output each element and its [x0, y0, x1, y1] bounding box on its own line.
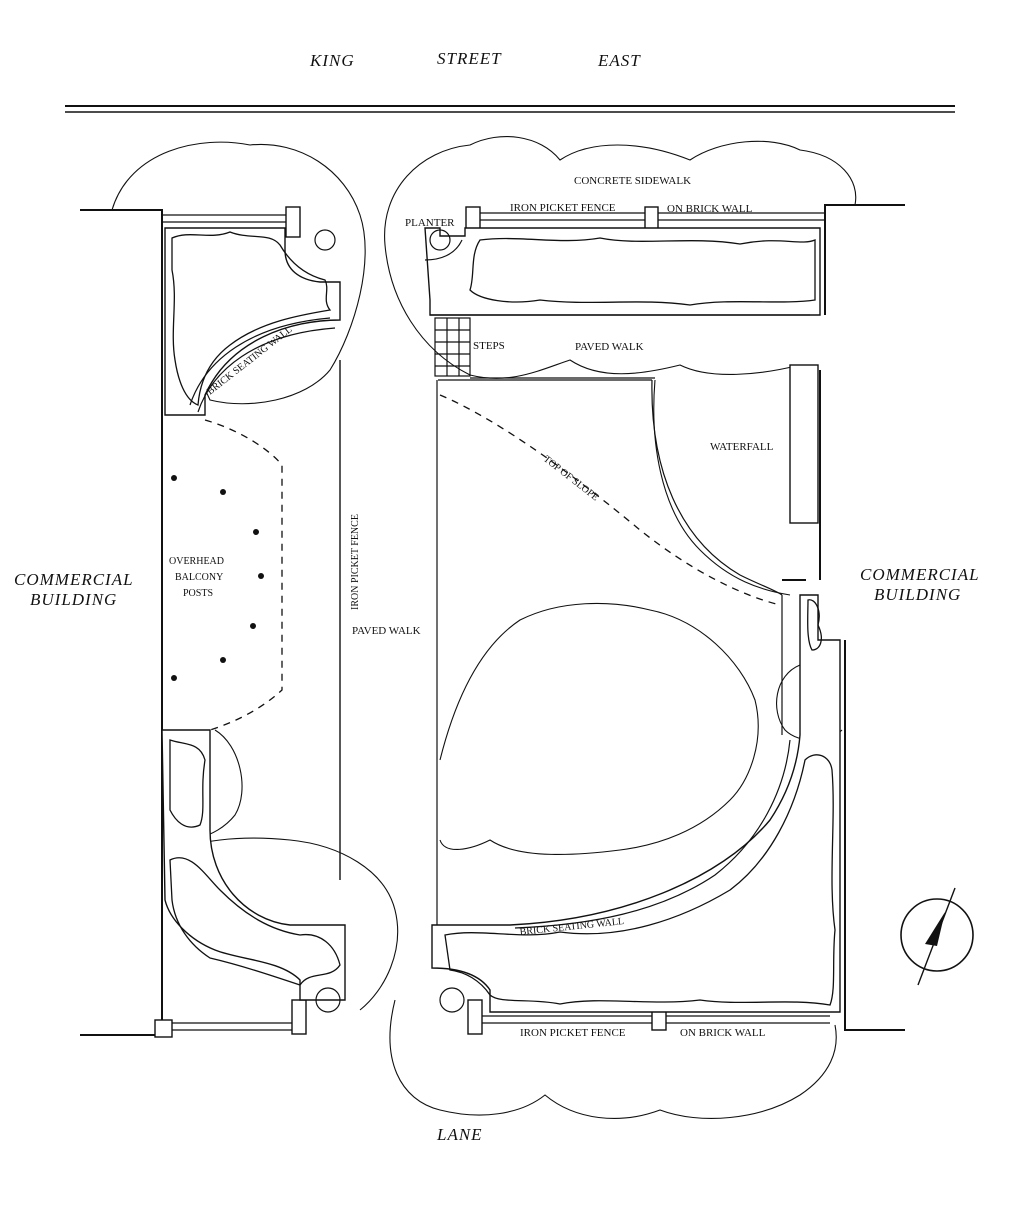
label-brick-wall-bottom: ON BRICK WALL	[680, 1027, 766, 1039]
planter-sw	[315, 987, 341, 1013]
ne-planting-bed	[424, 227, 821, 316]
label-iron-fence-top: IRON PICKET FENCE	[510, 202, 616, 214]
steps	[434, 317, 471, 377]
sw-planting-bed	[161, 729, 346, 1013]
tree-canopy-sw-lower	[164, 837, 399, 1011]
tree-canopy-ne-lower	[384, 244, 801, 379]
east-building-label-2: BUILDING	[874, 585, 961, 604]
waterfall	[789, 364, 819, 524]
property-boundary	[80, 204, 905, 1036]
top-of-slope-line	[439, 394, 781, 606]
brick-pier-sc	[291, 999, 307, 1035]
label-paved-walk-top: PAVED WALK	[575, 341, 644, 353]
planter-nw	[314, 229, 336, 251]
label-iron-fence-bottom: IRON PICKET FENCE	[520, 1027, 626, 1039]
brick-pier-s	[467, 999, 483, 1035]
tree-canopy-south	[389, 999, 837, 1119]
label-paved-walk-center: PAVED WALK	[352, 625, 421, 637]
street-label-king: KING	[309, 51, 355, 70]
north-arrow	[900, 887, 974, 986]
east-building-label-1: COMMERCIAL	[860, 565, 980, 584]
fence-south	[154, 999, 830, 1038]
label-top-of-slope: TOP OF SLOPE	[541, 454, 600, 504]
balcony-posts	[171, 475, 264, 681]
label-brick-wall-top: ON BRICK WALL	[667, 203, 753, 215]
brick-pier-sw	[154, 1019, 173, 1038]
street-label-lane: LANE	[436, 1125, 483, 1144]
label-concrete-sidewalk: CONCRETE SIDEWALK	[574, 175, 691, 187]
street-label-east: EAST	[597, 51, 641, 70]
west-building-label-1: COMMERCIAL	[14, 570, 134, 589]
planter-s	[439, 987, 465, 1013]
label-planter: PLANTER	[405, 217, 455, 229]
west-building-label-2: BUILDING	[30, 590, 117, 609]
tree-canopy-nw	[111, 141, 366, 405]
planter-ne	[429, 229, 451, 251]
label-balcony-2: BALCONY	[175, 572, 223, 583]
brick-seating-wall-nw	[189, 317, 331, 406]
street-label-street: STREET	[437, 49, 502, 68]
label-steps: STEPS	[473, 340, 505, 352]
label-balcony-3: POSTS	[183, 588, 213, 599]
label-iron-fence-vertical: IRON PICKET FENCE	[350, 514, 361, 610]
se-planting-bed	[431, 594, 841, 1013]
tree-canopy-ne	[384, 136, 857, 246]
brick-pier-nw	[285, 206, 301, 238]
paved-walk-center-edges	[436, 379, 783, 925]
king-street-edge	[65, 105, 955, 113]
nw-planting-bed	[164, 227, 341, 416]
label-balcony-1: OVERHEAD	[169, 556, 224, 567]
label-waterfall: WATERFALL	[710, 441, 774, 453]
tree-canopy-center	[439, 602, 759, 855]
